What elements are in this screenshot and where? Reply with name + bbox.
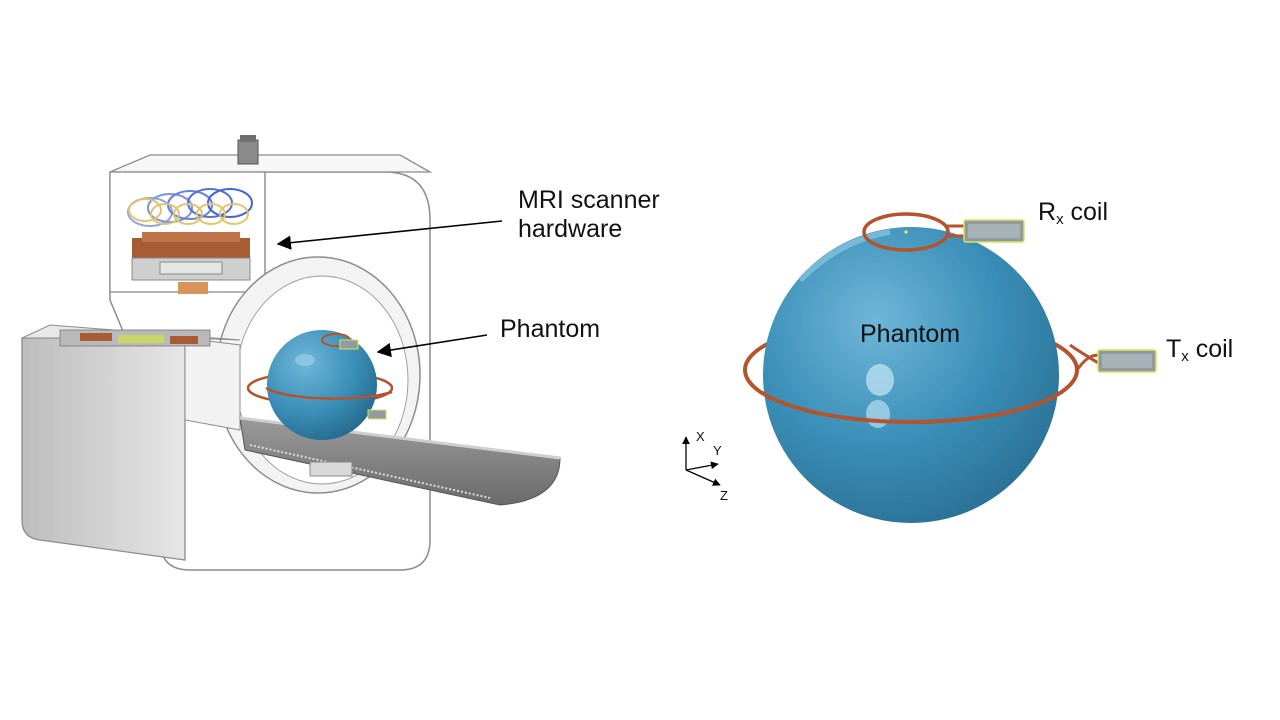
phantom-center-label: Phantom: [860, 320, 961, 348]
mri-hardware-label: MRI scanner hardware: [518, 186, 660, 244]
y-axis-arrow: [685, 461, 719, 471]
arrow-phantom-left: [376, 334, 488, 358]
tx-coil-label-sub: x: [1181, 348, 1189, 365]
mri-hardware-label-line1: MRI scanner: [518, 186, 660, 214]
phantom-small: [246, 330, 394, 440]
rx-connector: [963, 219, 1025, 243]
tx-connector: [1097, 349, 1157, 373]
cabinet-electronics: [59, 329, 211, 347]
phantom-left-label: Phantom: [500, 315, 601, 343]
rx-coil-label-suffix: coil: [1063, 198, 1109, 226]
rx-coil-label-sub: x: [1056, 211, 1064, 228]
z-axis-arrow: [685, 469, 721, 486]
scanner-top-housing: [109, 154, 433, 173]
y-axis-label: Y: [713, 443, 722, 458]
x-axis-label: X: [696, 429, 705, 444]
mri-hardware-label-line2: hardware: [518, 214, 623, 243]
rx-coil-label: Rx coil: [1038, 198, 1108, 228]
rx-coil-loop: [862, 212, 950, 252]
scanner-chimney: [237, 139, 259, 165]
gradient-coil-windings: [127, 188, 253, 227]
side-cabinet: [21, 337, 186, 561]
phantom-large-illustration: [743, 212, 1157, 523]
tx-coil-label-suffix: coil: [1188, 335, 1234, 363]
mri-scanner-illustration: [21, 135, 561, 571]
tx-coil-label-main: T: [1166, 335, 1182, 363]
z-axis-label: Z: [720, 488, 728, 503]
tx-coil-front: [743, 369, 1079, 424]
tx-coil-label: Tx coil: [1166, 335, 1233, 365]
magnet-core: [131, 232, 251, 294]
coordinate-axes: [682, 436, 721, 486]
rx-coil-label-main: R: [1038, 198, 1057, 226]
arrow-mri-hardware: [276, 220, 503, 250]
phantom-sphere: [763, 227, 1059, 523]
